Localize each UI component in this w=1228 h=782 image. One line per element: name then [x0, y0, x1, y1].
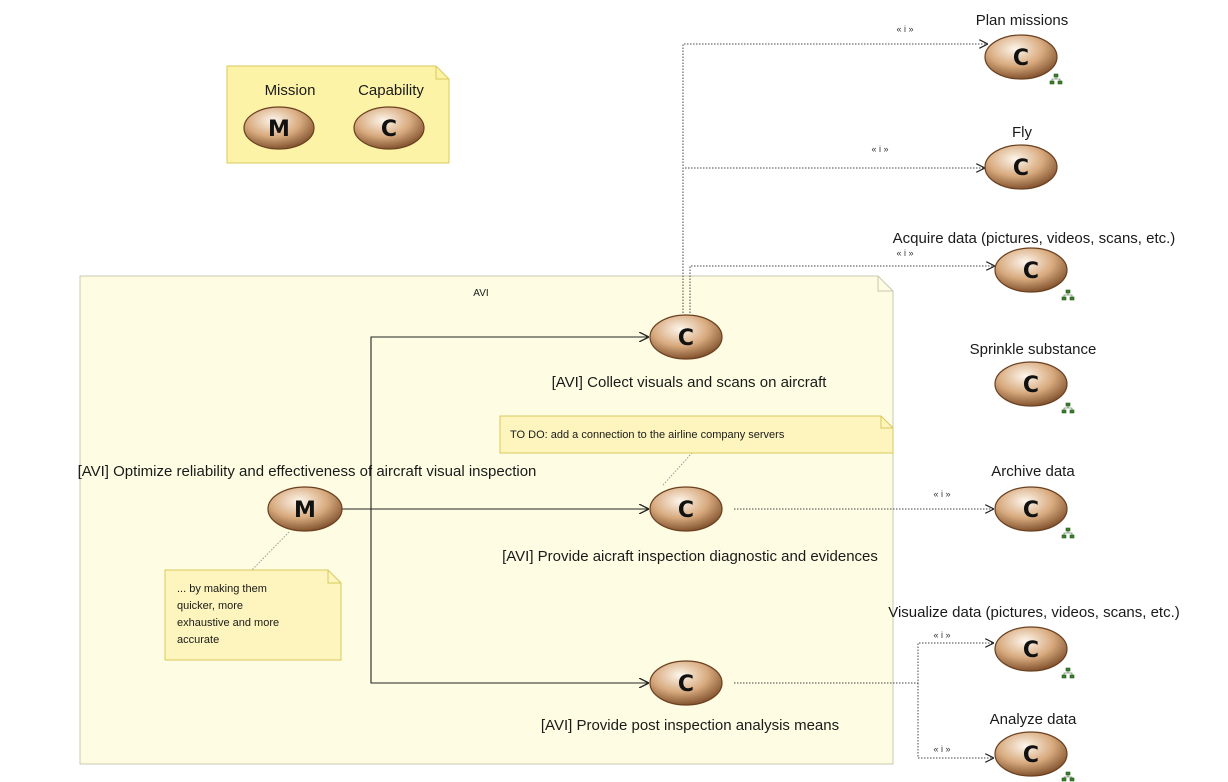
capability-icon: [994, 361, 1068, 407]
stereotype-fly: « i »: [871, 144, 888, 154]
include-connectors: [682, 44, 994, 758]
svg-text:C: C: [1013, 156, 1029, 181]
hierarchy-icon: [1061, 289, 1075, 301]
capability-icon: [994, 731, 1068, 777]
avi-container[interactable]: AVI: [79, 275, 894, 765]
mission-note-line-1: ... by making them: [177, 583, 267, 595]
avi-capability-collect[interactable]: C [AVI] Collect visuals and scans on air…: [552, 314, 828, 391]
svg-text:M: M: [294, 498, 316, 523]
avi-capability-analysis[interactable]: C [AVI] Provide post inspection analysis…: [541, 660, 839, 734]
capability-icon: [984, 144, 1058, 190]
capability-label: Fly: [1012, 124, 1032, 141]
capability-label: Archive data: [991, 463, 1075, 480]
svg-text:M: M: [268, 117, 290, 142]
container-title: AVI: [473, 288, 488, 299]
ext-capability-plan-missions[interactable]: Plan missions C: [976, 12, 1069, 85]
hierarchy-icon: [1061, 667, 1075, 679]
svg-text:C: C: [381, 117, 397, 142]
svg-text:C: C: [1023, 498, 1039, 523]
mission-note-line-2: quicker, more: [177, 600, 243, 612]
capability-icon: [649, 660, 723, 706]
stereotype-archive: « i »: [933, 489, 950, 499]
legend-capability-icon: C: [353, 106, 425, 150]
hierarchy-icon: [1049, 73, 1063, 85]
capability-label: [AVI] Provide aicraft inspection diagnos…: [502, 548, 878, 565]
svg-text:C: C: [1023, 373, 1039, 398]
svg-text:C: C: [1023, 638, 1039, 663]
svg-text:C: C: [1013, 46, 1029, 71]
legend-capability-label: Capability: [358, 82, 424, 99]
svg-text:C: C: [678, 326, 694, 351]
stereotype-analyze: « i »: [933, 744, 950, 754]
stereotype-visualize: « i »: [933, 630, 950, 640]
legend-mission-icon: M: [243, 106, 315, 150]
hierarchy-icon: [1061, 527, 1075, 539]
svg-text:C: C: [678, 498, 694, 523]
stereotype-acquire: « i »: [896, 248, 913, 258]
avi-capability-diagnostic[interactable]: C [AVI] Provide aicraft inspection diagn…: [502, 486, 878, 565]
capability-icon: [649, 314, 723, 360]
stereotype-labels: « i » « i » « i » « i » « i » « i »: [871, 24, 950, 754]
mission-node[interactable]: [AVI] Optimize reliability and effective…: [78, 463, 537, 532]
hierarchy-icon: [1061, 771, 1075, 782]
capability-label: Visualize data (pictures, videos, scans,…: [888, 604, 1180, 621]
capability-label: [AVI] Collect visuals and scans on aircr…: [552, 374, 828, 391]
capability-label: Plan missions: [976, 12, 1069, 29]
capability-icon: [994, 486, 1068, 532]
capability-icon: [984, 34, 1058, 80]
capability-label: Sprinkle substance: [970, 341, 1097, 358]
mission-label: [AVI] Optimize reliability and effective…: [78, 463, 537, 480]
note-anchors: [249, 452, 693, 573]
todo-note-text: TO DO: add a connection to the airline c…: [510, 429, 785, 441]
legend-mission-label: Mission: [265, 82, 316, 99]
ext-capability-sprinkle[interactable]: Sprinkle substance C: [970, 341, 1097, 414]
mission-note[interactable]: ... by making them quicker, more exhaust…: [164, 569, 342, 661]
mission-note-line-3: exhaustive and more: [177, 617, 279, 629]
mission-connectors: [342, 337, 648, 683]
capability-icon: [994, 626, 1068, 672]
mission-note-line-4: accurate: [177, 634, 219, 646]
mission-icon: [267, 486, 343, 532]
capability-icon: [994, 247, 1068, 293]
capability-icon: [649, 486, 723, 532]
capability-label: Analyze data: [990, 711, 1077, 728]
legend-note[interactable]: Mission Capability M C: [226, 65, 450, 164]
svg-text:C: C: [678, 672, 694, 697]
hierarchy-icon: [1061, 402, 1075, 414]
capability-label: Acquire data (pictures, videos, scans, e…: [893, 230, 1176, 247]
ext-capability-analyze[interactable]: Analyze data C: [990, 711, 1077, 782]
todo-note[interactable]: TO DO: add a connection to the airline c…: [499, 415, 894, 454]
ext-capability-acquire-data[interactable]: Acquire data (pictures, videos, scans, e…: [893, 230, 1176, 301]
capability-label: [AVI] Provide post inspection analysis m…: [541, 717, 839, 734]
ext-capability-visualize[interactable]: Visualize data (pictures, videos, scans,…: [888, 604, 1180, 679]
svg-text:C: C: [1023, 259, 1039, 284]
stereotype-plan: « i »: [896, 24, 913, 34]
svg-text:C: C: [1023, 743, 1039, 768]
ext-capability-archive[interactable]: Archive data C: [991, 463, 1075, 539]
ext-capability-fly[interactable]: Fly C: [984, 124, 1058, 190]
